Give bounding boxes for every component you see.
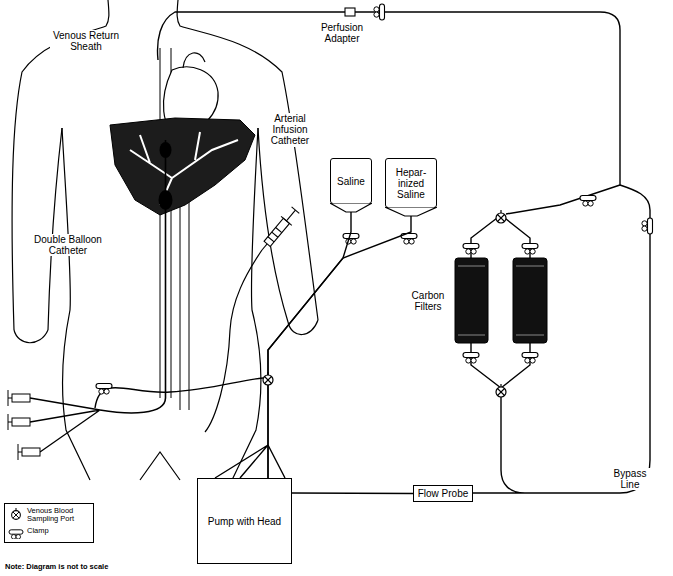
bag-neck xyxy=(330,203,372,212)
carbon-filter xyxy=(458,266,544,335)
illustration xyxy=(343,234,359,245)
hub-connector xyxy=(8,390,40,460)
body-outline xyxy=(12,0,318,480)
part-label: Bypass Line xyxy=(610,468,650,490)
iv-bag: Saline xyxy=(330,158,372,204)
return-tubing xyxy=(471,343,530,388)
balloon xyxy=(159,190,173,210)
return-tubing xyxy=(506,185,620,214)
hub-connector xyxy=(12,394,30,402)
catheter-hubs xyxy=(30,398,100,452)
tubing-connector xyxy=(292,492,413,494)
catheter-hubs xyxy=(30,398,100,452)
syringe xyxy=(268,237,274,242)
legend-text: Venous Blood Sampling Port xyxy=(27,507,90,524)
illustration xyxy=(522,353,538,364)
illustration xyxy=(642,218,653,234)
syringe xyxy=(286,210,295,221)
part-label: Perfusion Adapter xyxy=(318,22,366,44)
part-label: Double Balloon Catheter xyxy=(26,234,110,256)
legend-symbol xyxy=(9,529,23,538)
illustration xyxy=(463,244,479,255)
syringe xyxy=(272,232,278,237)
text-holder: Hepar- inized Saline xyxy=(386,167,436,200)
syringe xyxy=(276,228,282,233)
hub-connector xyxy=(8,398,12,399)
illustration xyxy=(96,384,112,395)
note: Note: Diagram is not to scale xyxy=(4,563,109,571)
double-balloon-catheter xyxy=(100,140,166,413)
legend-row: Venous Blood Sampling Port xyxy=(8,507,90,524)
illustration xyxy=(580,196,596,207)
illustration xyxy=(522,244,538,255)
illustration xyxy=(496,210,506,223)
carbon-filter xyxy=(455,258,488,343)
illustration xyxy=(374,4,385,20)
syringe xyxy=(292,207,300,213)
bag-neck xyxy=(330,203,372,215)
text-holder: Saline xyxy=(337,176,365,187)
tubing-connector xyxy=(268,204,351,478)
patient-outflow-line xyxy=(95,378,263,408)
syringe xyxy=(262,244,267,250)
pump-box: Pump with Head xyxy=(197,478,292,564)
torso-right xyxy=(232,128,261,480)
return-tubing xyxy=(215,185,650,493)
balloon xyxy=(160,142,172,158)
text-holder: Pump with Head xyxy=(208,516,281,527)
legend-row: Clamp xyxy=(8,525,90,539)
legend-symbol xyxy=(12,508,21,519)
part-label: Venous Return Sheath xyxy=(50,30,122,52)
legend-symbol xyxy=(8,508,24,522)
hub-connector xyxy=(8,422,12,423)
node-label: Flow Probe xyxy=(418,488,469,499)
crotch xyxy=(140,452,180,480)
liver-vessels xyxy=(130,132,238,205)
part-label: Arterial Infusion Catheter xyxy=(265,113,315,147)
part-label: Carbon Filters xyxy=(406,290,450,312)
node-label: Saline xyxy=(337,176,365,187)
aortic-arch xyxy=(183,53,205,68)
right-hand xyxy=(288,320,318,335)
syringe xyxy=(257,206,301,255)
sampling-port xyxy=(263,372,273,385)
hub-connector xyxy=(22,448,40,456)
legend-symbol xyxy=(8,525,24,539)
legend: Venous Blood Sampling PortClamp xyxy=(4,503,94,543)
left-arm-inner xyxy=(48,128,62,330)
liver-vessels xyxy=(130,132,238,205)
left-hand xyxy=(14,330,48,343)
return-tubing xyxy=(473,397,525,493)
bag-neck xyxy=(385,207,437,219)
carbon-filter xyxy=(455,258,547,343)
node-label: Pump with Head xyxy=(208,516,281,527)
syringe xyxy=(281,216,292,225)
bag-neck xyxy=(385,207,437,216)
tubing-connector xyxy=(268,208,411,478)
hub-connector xyxy=(18,452,22,453)
iv-bag: Hepar- inized Saline xyxy=(385,158,437,208)
carbon-filter xyxy=(513,258,547,343)
pump-head xyxy=(215,445,285,478)
node-label: Hepar- inized Saline xyxy=(386,167,436,200)
illustration xyxy=(463,353,479,364)
perfusion-adapter xyxy=(345,8,355,16)
hub-connector xyxy=(12,418,30,426)
legend-text: Clamp xyxy=(27,527,49,535)
flow-probe-box: Flow Probe xyxy=(413,485,473,502)
text-holder: Flow Probe xyxy=(418,488,469,499)
illustration xyxy=(496,384,506,397)
liver xyxy=(110,118,255,215)
arterial-catheter xyxy=(205,250,262,432)
syringe xyxy=(264,218,289,246)
